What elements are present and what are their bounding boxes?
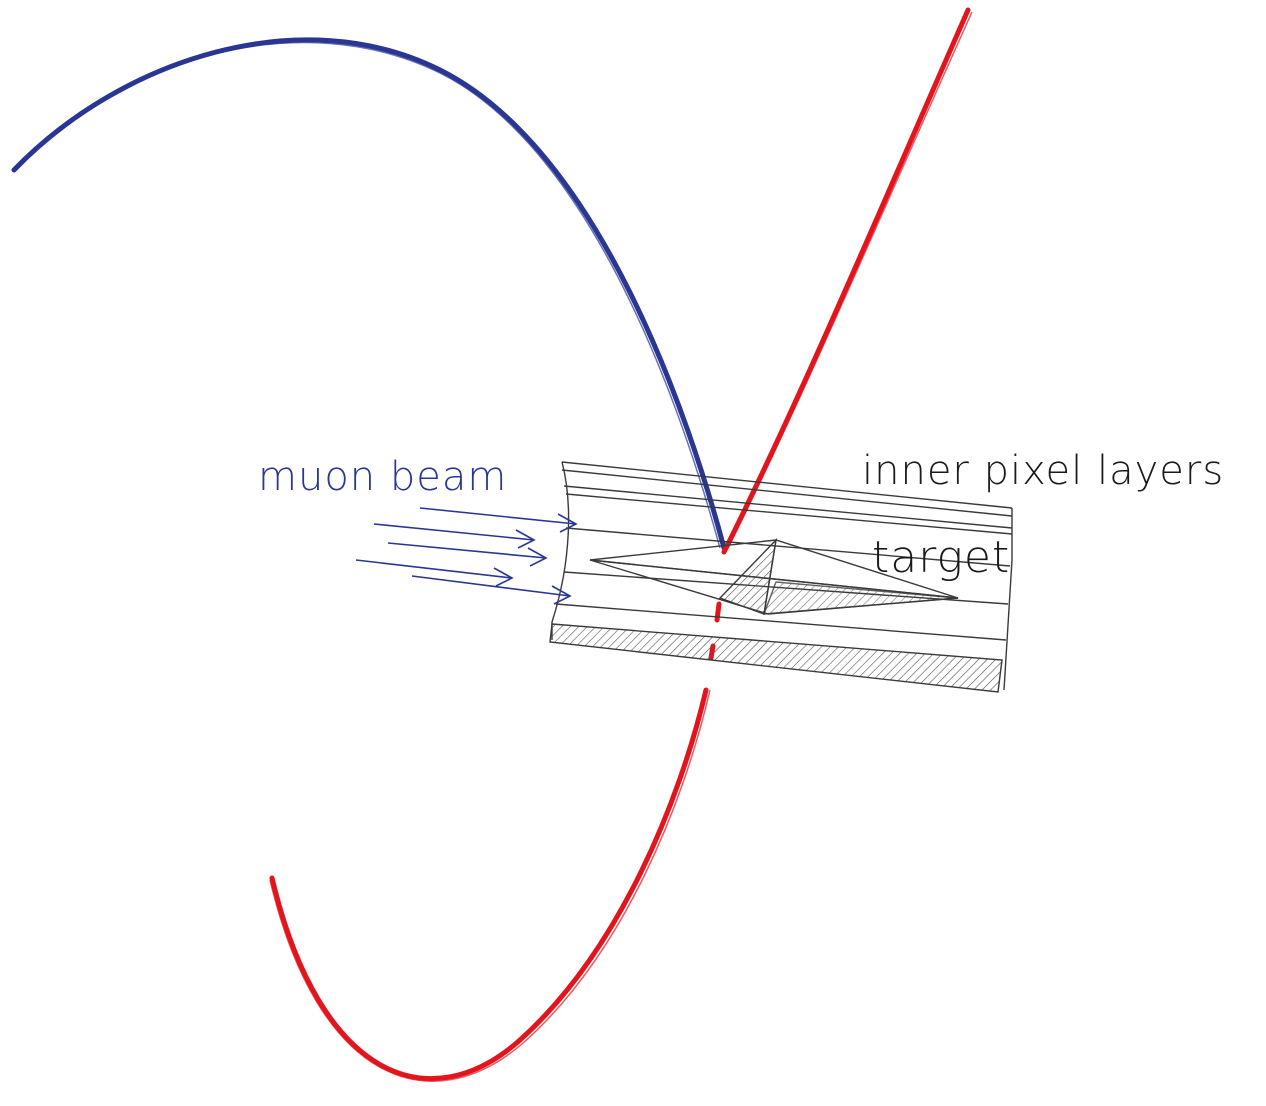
blue-track [11, 37, 727, 551]
pipe-left-end [551, 461, 570, 640]
target-label: target [872, 532, 1010, 583]
beam-arrow [387, 542, 548, 567]
target-cone [589, 537, 959, 615]
beam-arrow [419, 507, 578, 533]
beam-arrows [355, 507, 578, 605]
red-track-lower-sketch [269, 689, 711, 1082]
red-track [269, 7, 973, 1082]
beam-arrow [355, 559, 514, 587]
red-track-upper [721, 7, 971, 555]
pipe-top-edge-3 [563, 485, 1013, 529]
pipe-top-edge-1 [561, 461, 1013, 509]
beam-arrow [373, 523, 536, 549]
red-track-upper-sketch [727, 11, 973, 549]
beam-arrow [411, 575, 572, 605]
inner-pixel-layers-label: inner pixel layers [862, 448, 1224, 494]
blue-track-sketch [17, 41, 721, 549]
detector-pipe [549, 461, 1013, 693]
pipe-top-edge-4 [565, 493, 1013, 535]
red-track-lower [269, 687, 709, 1082]
target-mid-line [763, 539, 777, 615]
muon-beam-label: muon beam [258, 454, 507, 500]
pipe-inner-line-1 [565, 527, 1011, 567]
pipe-top-edge-2 [561, 469, 1013, 517]
pipe-right-end [1003, 508, 1013, 691]
pipe-inner-line-3 [555, 603, 1007, 641]
target-shaded-lower [762, 581, 959, 615]
pipe-bottom-wall [549, 623, 1003, 693]
